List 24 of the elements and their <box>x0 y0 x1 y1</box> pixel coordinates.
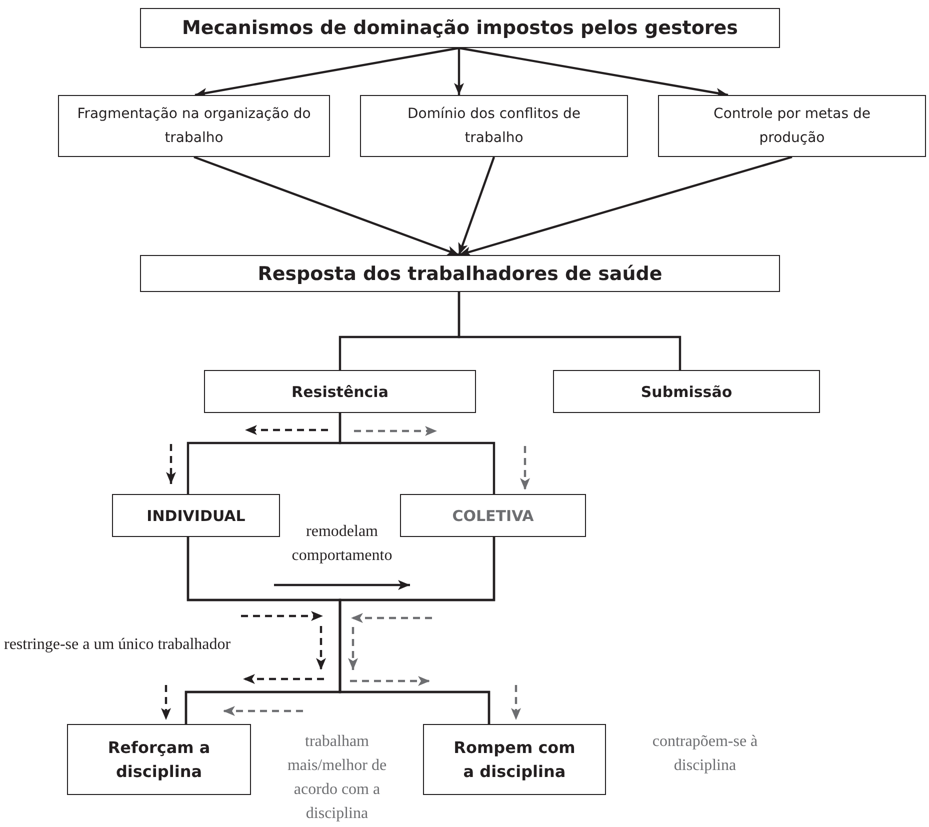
process-box: Domínio dos conflitos de trabalho <box>360 95 628 157</box>
process-box: Controle por metas de produção <box>658 95 926 157</box>
arrow <box>458 156 496 256</box>
annotation-text: remodelam comportamento <box>290 522 394 566</box>
annotation-text: contrapõem-se à disciplina <box>651 732 759 776</box>
category-box: INDIVIDUAL <box>112 494 280 537</box>
category-box: Submissão <box>553 370 820 413</box>
arrow <box>194 156 460 256</box>
title-box: Mecanismos de dominação impostos pelos gestores <box>140 8 780 48</box>
arrow <box>458 46 728 98</box>
category-box: Resistência <box>204 370 476 413</box>
outcome-box: Reforçam a disciplina <box>67 724 251 795</box>
connector-line <box>338 413 496 494</box>
category-box: COLETIVA <box>400 494 586 537</box>
connector-line <box>458 292 682 370</box>
heading-box: Resposta dos trabalhadores de saúde <box>140 255 780 292</box>
annotation-text: trabalham mais/melhor de acordo com a disciplina <box>286 732 388 824</box>
arrow <box>194 46 460 98</box>
outcome-box: Rompem com a disciplina <box>423 724 606 795</box>
arrow <box>458 156 792 256</box>
process-box: Fragmentação na organização do trabalho <box>58 95 330 157</box>
annotation-text: restringe-se a um único trabalhador <box>4 635 232 655</box>
arrow <box>454 48 464 95</box>
connector-line <box>338 537 496 724</box>
